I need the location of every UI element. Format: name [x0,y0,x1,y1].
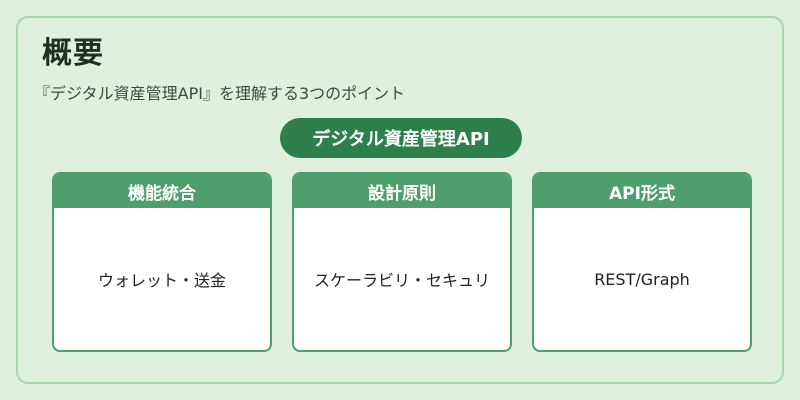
feature-card-1: 機能統合 ウォレット・送金 [52,172,272,352]
overview-panel: 概要 『デジタル資産管理API』を理解する3つのポイント デジタル資産管理API… [16,16,784,384]
feature-card-3-title: API形式 [534,174,750,208]
feature-card-2-title: 設計原則 [294,174,510,208]
overview-subtitle: 『デジタル資産管理API』を理解する3つのポイント [34,84,406,103]
feature-card-3-content: REST/Graph [594,269,690,289]
feature-card-2-content: スケーラビリ・セキュリ [313,271,490,290]
center-concept-pill: デジタル資産管理API [280,118,522,158]
feature-card-1-title: 機能統合 [54,174,270,208]
overview-title: 概要 [42,36,104,71]
feature-card-2: 設計原則 スケーラビリ・セキュリ [292,172,512,352]
feature-card-1-content: ウォレット・送金 [97,271,226,290]
feature-card-3: API形式 REST/Graph [532,172,752,352]
